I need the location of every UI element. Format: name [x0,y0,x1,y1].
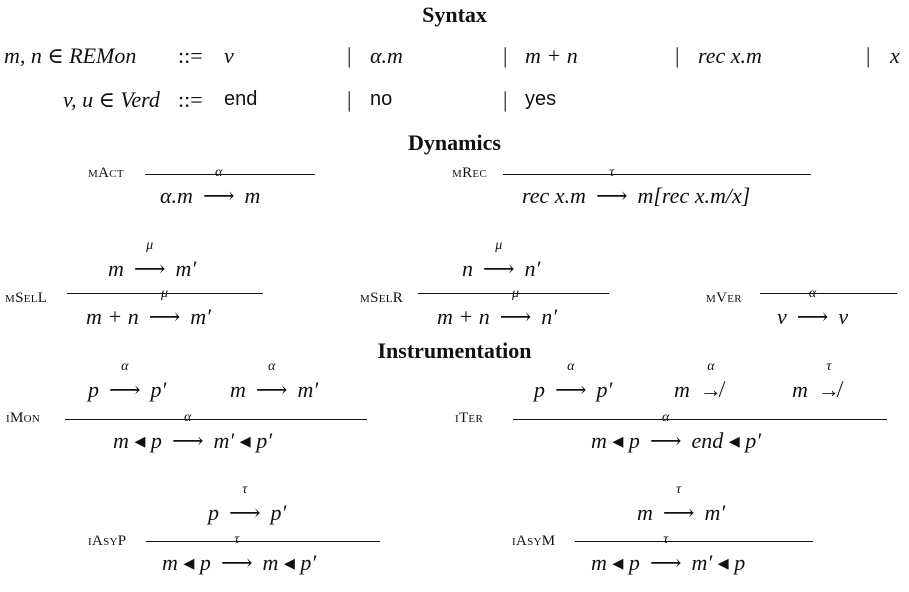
rule-line-msell [67,293,263,295]
syntax-row1-alt-4: x [890,43,900,68]
syntax-row1-bar-1: | [347,43,352,68]
transition-arrow-icon: ⟶τ [595,165,628,208]
rule-line-mact [145,174,315,176]
rule-line-iter [513,419,887,421]
transition-arrow-icon: ⟶α [649,410,682,453]
syntax-row1-def: ::= [178,43,203,68]
rule-name-mact: mAct [88,165,124,181]
dynamics-heading: Dynamics [408,130,501,155]
rule-line-iasyp [146,541,380,543]
rule-name-mselr: mSelR [360,290,404,306]
syntax-row1-lhs: m, n ∈ REMon [4,43,137,68]
rule-name-msell: mSelL [5,290,48,306]
syntax-row2-bar-2: | [503,87,508,112]
transition-arrow-icon: ⟶μ [148,286,181,329]
rule-name-iasym: iAsyM [512,533,556,549]
rule-line-imon [65,419,367,421]
transition-arrow-icon: ⟶τ [662,482,695,525]
syntax-row1-alt-2: m + n [525,43,578,68]
rule-name-iter: iTer [455,410,484,426]
transition-arrow-icon: ⟶τ [649,532,682,575]
negated-arrow-icon: ↛τ [817,359,840,402]
syntax-row1-alt-3: rec x.m [698,43,762,68]
transition-arrow-icon: ⟶α [202,165,235,208]
rule-name-iasyp: iAsyP [88,533,127,549]
transition-arrow-icon: ⟶α [109,359,141,402]
rule-name-mrec: mRec [452,165,488,181]
syntax-row2-alt-1: no [370,88,393,110]
syntax-row2-alt-2: yes [525,88,557,110]
transition-arrow-icon: ⟶τ [229,482,261,525]
rule-line-mver [760,293,897,295]
transition-arrow-icon: ⟶μ [499,286,532,329]
transition-arrow-icon: ⟶α [555,359,587,402]
syntax-row2-bar-1: | [347,87,352,112]
instrumentation-heading: Instrumentation [377,338,532,363]
negated-arrow-icon: ↛α [699,359,722,402]
transition-arrow-icon: ⟶α [171,410,204,453]
rule-name-imon: iMon [6,410,41,426]
syntax-row1-alt-0: v [224,43,234,68]
rule-line-iasym [575,541,813,543]
syntax-row1-alt-1: α.m [370,43,403,68]
syntax-heading: Syntax [422,2,487,27]
transition-arrow-icon: ⟶μ [133,238,166,281]
syntax-row1-bar-2: | [503,43,508,68]
syntax-row1-bar-4: | [866,43,871,68]
rule-name-mver: mVer [706,290,742,306]
transition-arrow-icon: ⟶α [255,359,288,402]
iter-premise-1: m↛α [674,359,722,402]
syntax-row2-lhs: v, u ∈ Verd [63,87,160,112]
rule-line-mselr [418,293,609,295]
syntax-row1-bar-3: | [675,43,680,68]
syntax-row2-alt-0: end [224,88,258,110]
transition-arrow-icon: ⟶α [796,286,829,329]
transition-arrow-icon: ⟶τ [220,532,253,575]
transition-arrow-icon: ⟶μ [483,238,515,281]
syntax-row2-def: ::= [178,87,203,112]
iter-premise-2: m↛τ [792,359,840,402]
rule-line-mrec [503,174,811,176]
